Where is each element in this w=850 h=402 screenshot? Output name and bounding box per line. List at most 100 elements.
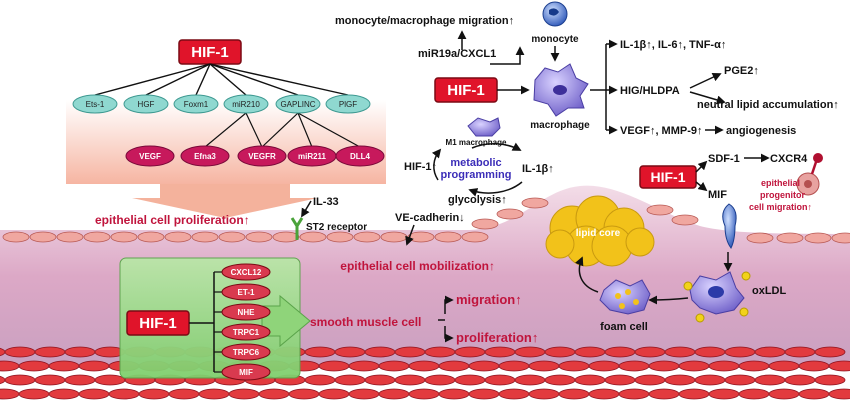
target-node-dll4 (335, 145, 385, 167)
smooth-muscle-cell (454, 374, 486, 386)
smooth-muscle-cell (678, 388, 710, 400)
smooth-muscle-cell (18, 360, 50, 372)
smooth-muscle-cell (528, 388, 560, 400)
oxldl-particles (683, 271, 751, 323)
monocyte-icon (542, 1, 568, 27)
target-label: PlGF (339, 100, 357, 109)
smooth-muscle-cell (64, 374, 96, 386)
ve-cadherin-label: VE-cadherin↓ (395, 212, 465, 224)
smooth-muscle-cell (648, 388, 680, 400)
monocyte-entering-icon (722, 203, 737, 249)
sdf1-label: SDF-1 (708, 153, 740, 165)
smooth-muscle-cell (348, 388, 380, 400)
lipid-core (545, 195, 655, 267)
smooth-muscle-cell-label: smooth muscle cell (310, 315, 421, 329)
smooth-muscle-cell (424, 374, 456, 386)
smooth-muscle-cell (48, 388, 80, 400)
endothelial-cell (56, 231, 84, 243)
smooth-muscle-cell (168, 388, 200, 400)
smooth-muscle-cell (634, 374, 666, 386)
smooth-muscle-cell (784, 374, 816, 386)
smooth-muscle-cell (768, 360, 800, 372)
hif1-label-sdf1: HIF-1 (651, 169, 686, 185)
target-label: GAPLINC (280, 100, 315, 109)
smooth-muscle-cell (304, 346, 336, 358)
smooth-muscle-cell (468, 388, 500, 400)
endothelial-cell (164, 231, 192, 243)
migration-arrow (444, 295, 454, 314)
endothelial-cell (521, 197, 549, 209)
target-label: HGF (138, 100, 155, 109)
epithelial-proliferation-label: epithelial cell proliferation↑ (95, 213, 250, 227)
smooth-muscle-cell (588, 360, 620, 372)
pge2-arrow (689, 72, 722, 89)
target-node-vegfr (237, 145, 287, 167)
vegf-mmp9-label: VEGF↑, MMP-9↑ (620, 125, 703, 137)
target-label: Foxm1 (184, 100, 209, 109)
foam-to-core-arrow (575, 256, 599, 293)
smooth-muscle-cell (738, 360, 770, 372)
target-node-vegf (125, 145, 175, 167)
smooth-muscle-cell (574, 374, 606, 386)
oxldl-dot (739, 307, 749, 317)
smooth-muscle-cell (304, 374, 336, 386)
smooth-muscle-cell (618, 388, 650, 400)
glycolysis-label: glycolysis↑ (448, 194, 507, 206)
smooth-muscle-cell (618, 360, 650, 372)
hif1-branch-line (209, 63, 349, 96)
smooth-muscle-cell (574, 346, 606, 358)
endothelial-cell (804, 232, 832, 244)
foam-cell-icon (599, 279, 651, 315)
smooth-muscle-cell (138, 388, 170, 400)
hif1-branch-line (209, 63, 247, 96)
smooth-muscle-cell (768, 388, 800, 400)
smooth-muscle-cell (34, 374, 66, 386)
endothelial-cell (299, 231, 327, 243)
sub-branch-line (245, 112, 263, 148)
smooth-muscle-cell (498, 388, 530, 400)
smooth-muscle-cell (348, 360, 380, 372)
smooth-muscle-cell (468, 360, 500, 372)
macrophage-oxldl-icon (689, 271, 745, 315)
endothelial-cell (671, 214, 699, 226)
hif1-up-label: HIF-1↑ (404, 161, 437, 173)
smooth-muscle-cell (514, 374, 546, 386)
hif1-branch-line (145, 63, 211, 96)
endothelial-cell (83, 231, 111, 243)
hif1-label: HIF-1 (191, 44, 229, 61)
hif1-box-sdf1[interactable] (639, 165, 697, 189)
target-node-efna3 (180, 145, 230, 167)
migration-label: migration↑ (456, 292, 522, 307)
pge2-label: PGE2↑ (724, 65, 759, 77)
target-label: VEGF (139, 152, 161, 161)
endothelial-cell (776, 232, 804, 244)
smooth-muscle-cell (64, 346, 96, 358)
smc-target-label: ET-1 (238, 288, 255, 297)
smooth-muscle-cell (0, 388, 20, 400)
hif-to-mif-arrow (695, 181, 708, 192)
smooth-muscle-cell (4, 346, 36, 358)
neutral-lipid-arrow (689, 91, 726, 105)
smooth-muscle-cell (604, 374, 636, 386)
oxldl-label: oxLDL (752, 285, 787, 297)
smooth-muscle-cell (78, 360, 110, 372)
smooth-muscle-cell (664, 374, 696, 386)
targets-background-box (66, 100, 386, 184)
smc-target-node (221, 263, 271, 281)
target-node-mir210 (223, 94, 269, 114)
smooth-muscle-cell (754, 374, 786, 386)
smc-target-label: MIF (239, 368, 253, 377)
smc-target-node (221, 283, 271, 301)
smooth-muscle-cell (334, 374, 366, 386)
st2-receptor-icon (290, 217, 304, 240)
endothelial-cell (746, 232, 774, 244)
target-label: VEGFR (248, 152, 276, 161)
hif1-branch-line (195, 63, 211, 96)
smooth-muscle-cell (454, 346, 486, 358)
smooth-muscle-cell (814, 346, 846, 358)
